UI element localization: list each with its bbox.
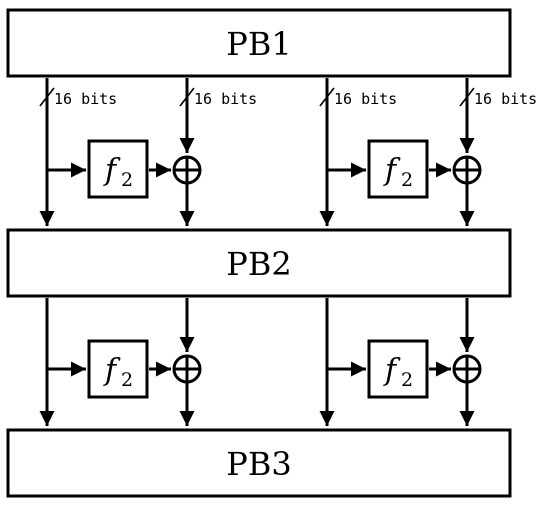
bus-label-1: 16 bits bbox=[54, 90, 117, 108]
round2-right-feistel: f 2 bbox=[319, 298, 482, 426]
block-pb1: PB1 bbox=[6, 8, 512, 78]
block-pb1-label: PB1 bbox=[226, 25, 291, 63]
round2-left-feistel: f 2 bbox=[39, 298, 202, 426]
xor-icon bbox=[452, 354, 482, 384]
bus-annotation-1: 16 bits bbox=[39, 87, 117, 108]
xor-icon bbox=[452, 155, 482, 185]
round1-left-feistel: f 2 bbox=[39, 78, 202, 226]
bus-annotation-2: 16 bits bbox=[179, 87, 257, 108]
bus-annotation-3: 16 bits bbox=[319, 87, 397, 108]
block-pb2: PB2 bbox=[6, 228, 512, 298]
bus-label-3: 16 bits bbox=[334, 90, 397, 108]
xor-icon bbox=[172, 354, 202, 384]
bus-label-2: 16 bits bbox=[194, 90, 257, 108]
function-f2-box: f 2 bbox=[87, 139, 149, 199]
function-f2-box: f 2 bbox=[367, 339, 429, 399]
round1-right-feistel: f 2 bbox=[319, 78, 482, 226]
function-subscript: 2 bbox=[401, 169, 413, 191]
function-f2-box: f 2 bbox=[367, 139, 429, 199]
block-pb3-label: PB3 bbox=[226, 445, 291, 483]
function-subscript: 2 bbox=[401, 369, 413, 391]
xor-icon bbox=[172, 155, 202, 185]
bus-annotation-4: 16 bits bbox=[459, 87, 537, 108]
block-pb2-label: PB2 bbox=[226, 245, 291, 283]
function-subscript: 2 bbox=[121, 369, 133, 391]
bus-label-4: 16 bits bbox=[474, 90, 537, 108]
block-pb3: PB3 bbox=[6, 428, 512, 498]
function-subscript: 2 bbox=[121, 169, 133, 191]
function-f2-box: f 2 bbox=[87, 339, 149, 399]
